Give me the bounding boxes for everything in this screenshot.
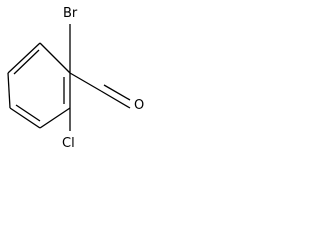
benzene-ring xyxy=(7,42,71,129)
aromatic-inner-bond-bottom xyxy=(15,104,41,122)
ring-bond-c6-c1 xyxy=(39,42,71,74)
aromatic-inner-bond-top xyxy=(13,49,40,75)
bromine-label: Br xyxy=(63,6,78,21)
aldehyde-co-bond-inner xyxy=(103,84,131,101)
bond-to-aldehyde-carbon xyxy=(69,72,102,92)
ring-bond-c1-c2 xyxy=(7,42,41,74)
chlorine-label: Cl xyxy=(62,136,75,151)
aldehyde-co-bond-outer xyxy=(100,90,131,109)
oxygen-label: O xyxy=(134,98,144,113)
ring-bond-c2-c3 xyxy=(7,72,11,109)
ring-bond-c4-c5 xyxy=(39,107,71,129)
chemical-structure: Br Cl O xyxy=(7,6,144,151)
ring-bond-c3-c4 xyxy=(9,107,41,129)
